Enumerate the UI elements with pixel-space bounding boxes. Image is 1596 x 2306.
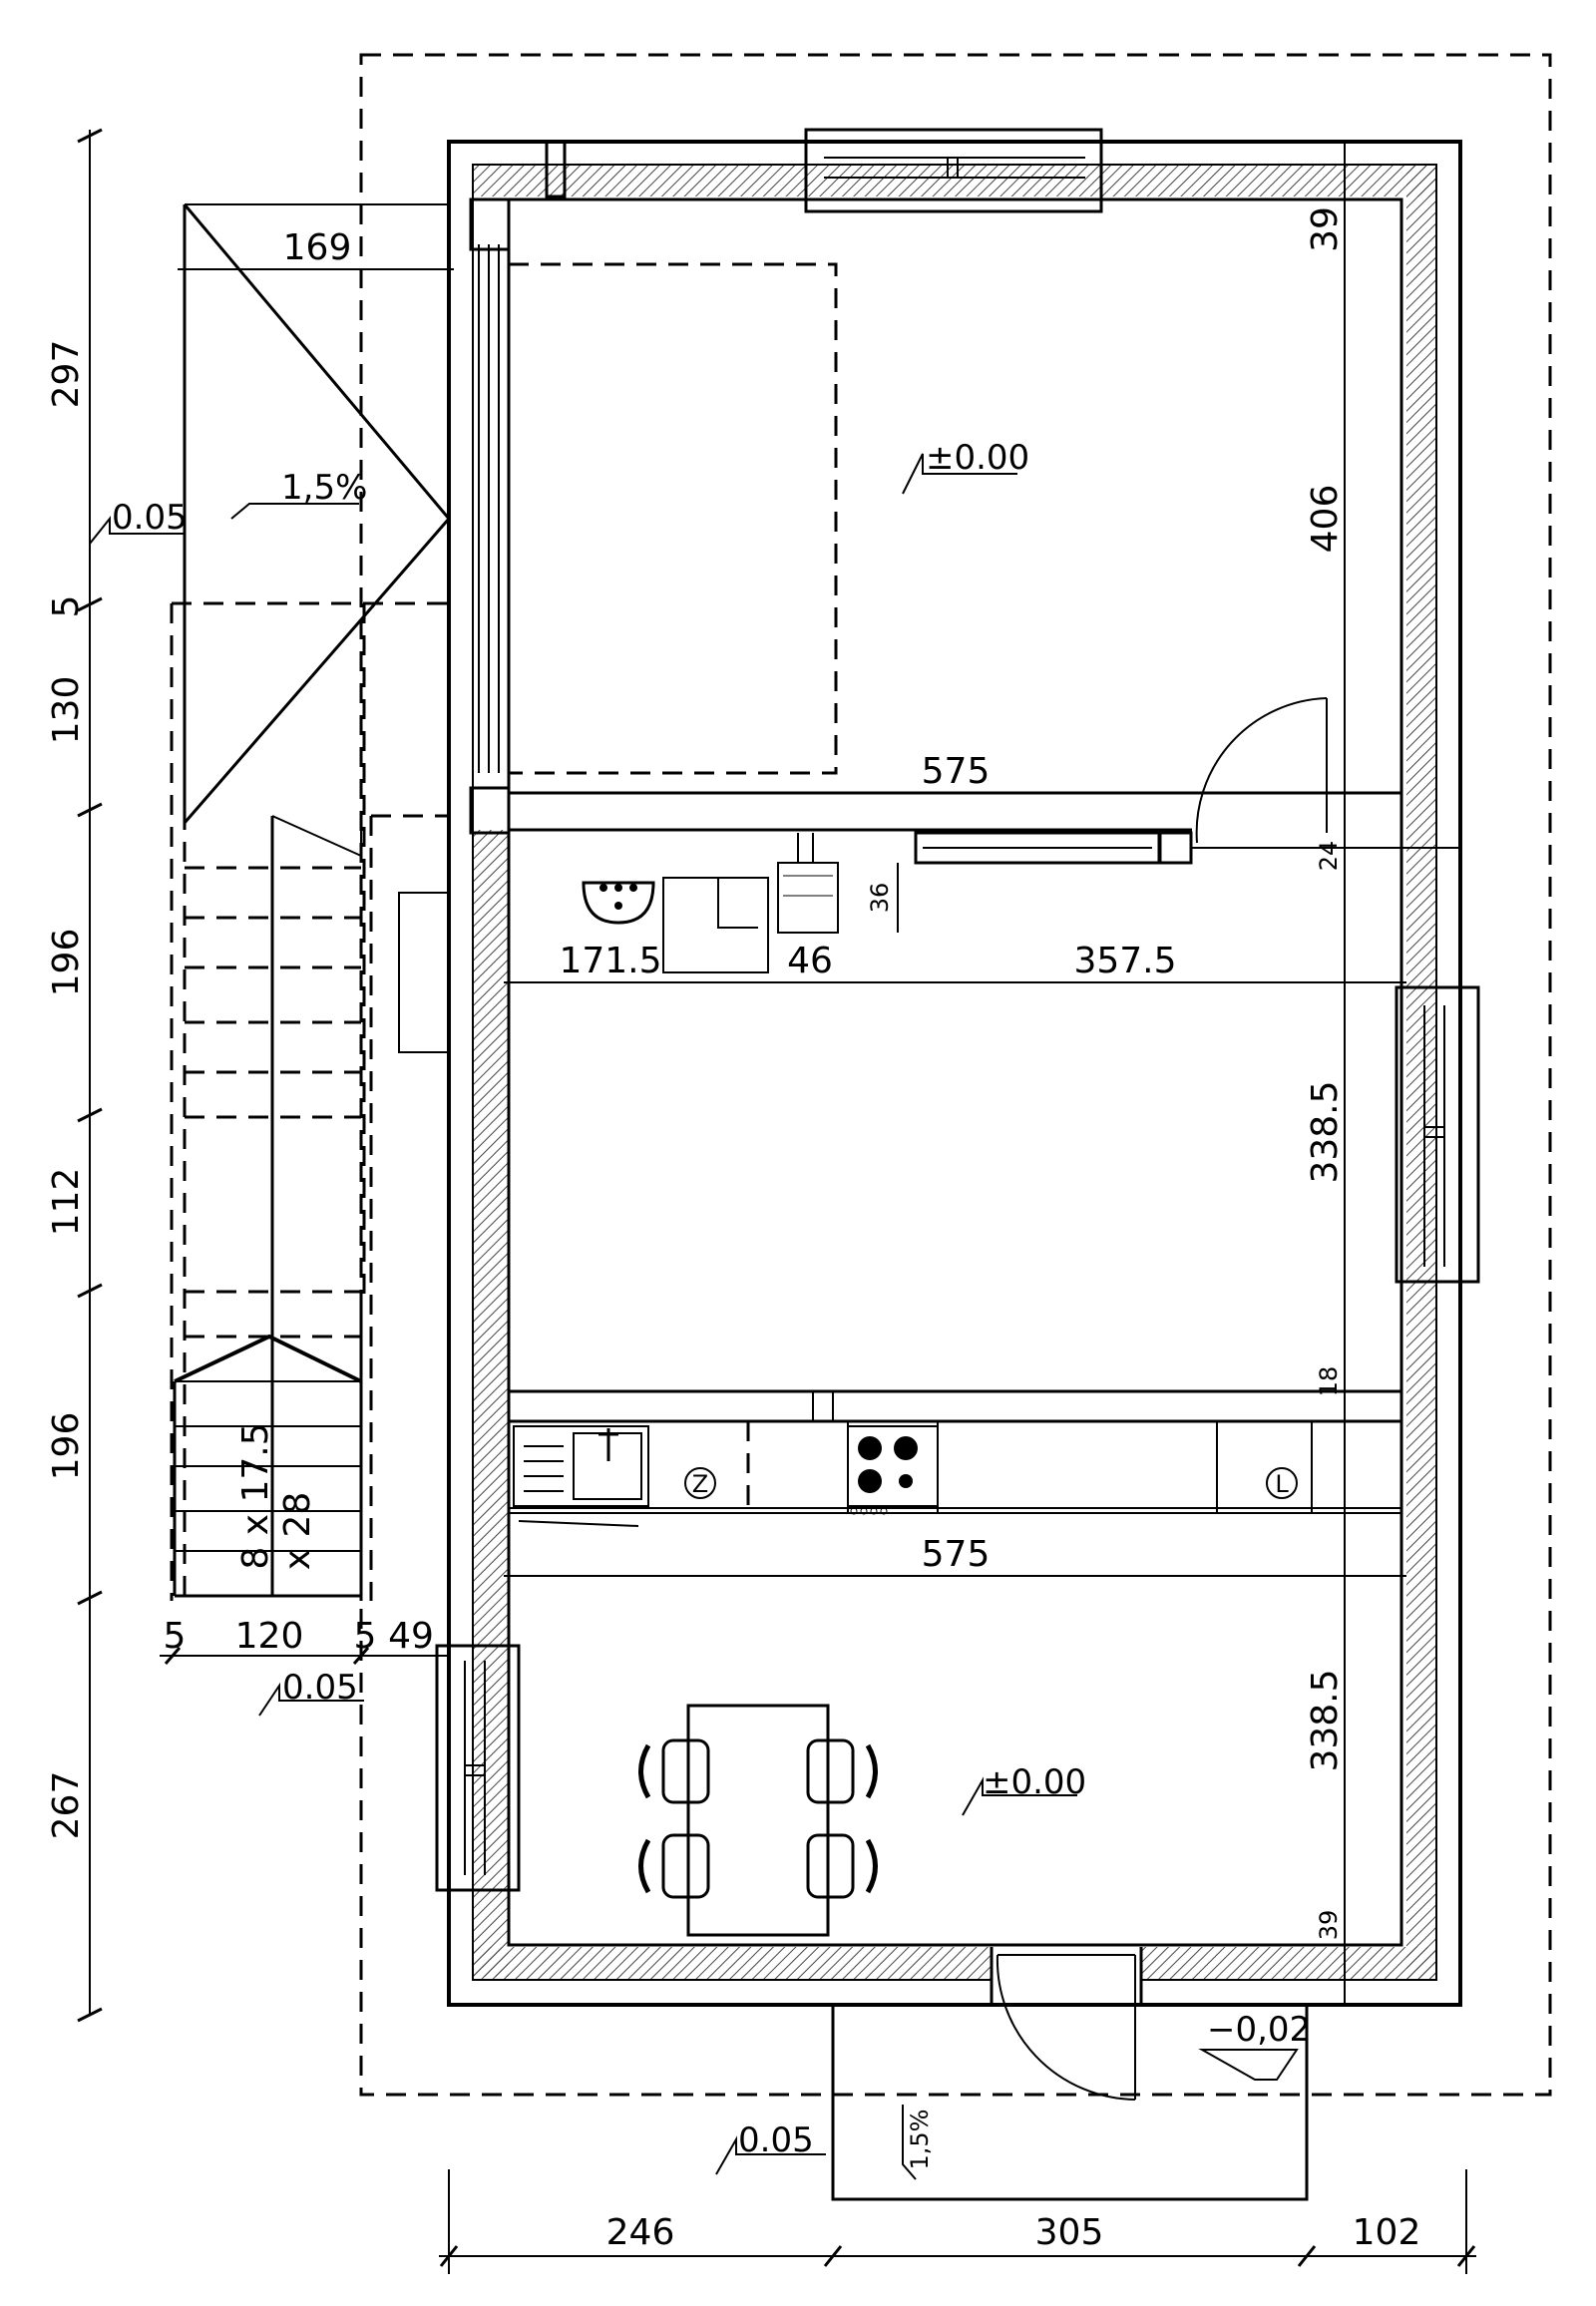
dim-left-4: 112	[46, 1168, 87, 1237]
level-room-bottom: ±0.00	[983, 1762, 1086, 1802]
window-top	[804, 128, 1103, 213]
partition-window	[914, 831, 1193, 865]
dim-left-0: 297	[46, 340, 87, 409]
dim-left-1: 5	[46, 595, 87, 618]
door-top	[1195, 697, 1328, 844]
washbasin-icon	[582, 881, 655, 925]
dim-bottom-2: 102	[1353, 2212, 1421, 2253]
duct	[717, 878, 758, 929]
dimension-bottom: 246 305 102	[439, 2169, 1476, 2274]
dining-table	[686, 1704, 830, 1937]
dim-sink-offset: 171.5	[559, 941, 661, 981]
bench	[398, 892, 450, 1053]
roof-outline	[359, 53, 1552, 2097]
dim-bottom-0: 246	[606, 2212, 675, 2253]
cooktop-icon	[847, 1425, 939, 1515]
dim-left-3: 196	[46, 929, 87, 997]
window-left	[435, 1644, 521, 1892]
dim-top-width: 575	[922, 751, 991, 792]
duct-box	[777, 862, 839, 934]
slope-terrace: 1,5%	[230, 468, 367, 520]
level-marker-exterior: −0,02	[1198, 2010, 1311, 2081]
dim-left-5: 196	[46, 1412, 87, 1481]
dim-mid-width: 357.5	[1073, 941, 1176, 981]
dim-partition-1: 24	[1315, 841, 1343, 872]
dim-left-2: 130	[46, 676, 87, 745]
level-marker-icon: ±0.00	[902, 438, 1029, 495]
glass-wall	[469, 197, 511, 835]
slope-entrance-label: 1,5%	[906, 2110, 934, 2170]
slope-entrance: 1,5%	[902, 2105, 934, 2180]
dim-stairs-0: 5	[164, 1616, 187, 1657]
dim-top-height: 406	[1305, 485, 1346, 554]
door-swing-icon	[990, 1947, 1143, 2101]
dim-stairs-3: 49	[388, 1616, 434, 1657]
slope-terrace-label: 1,5%	[281, 468, 367, 508]
dim-stairs-1: 120	[235, 1616, 304, 1657]
level-exterior: −0,02	[1207, 2010, 1311, 2050]
entrance-platform	[831, 2005, 1309, 2201]
dishwasher: L	[1266, 1467, 1298, 1499]
window-right	[1395, 985, 1480, 1284]
dim-stairs-2: 5	[354, 1616, 377, 1657]
dim-duct-depth: 36	[866, 883, 894, 914]
dim-terrace-offset: 169	[283, 227, 352, 268]
terrace	[170, 203, 451, 1601]
shower-tray	[662, 877, 769, 973]
level-entrance: 0.05	[738, 2120, 814, 2160]
bed-outline	[507, 262, 838, 775]
level-marker-entrance: 0.05	[715, 2120, 826, 2175]
level-marker-terrace: 0.05	[89, 498, 188, 545]
stairs-tread: x 28	[277, 1492, 318, 1571]
chair-icon	[638, 1738, 878, 1899]
fridge-label: Z	[692, 1470, 708, 1498]
sink-icon	[513, 1425, 649, 1527]
dimension-stairs: 5 120 5 49	[160, 1616, 449, 1665]
level-marker-stairs: 0.05	[258, 1668, 364, 1717]
dim-bottom-1: 305	[1035, 2212, 1104, 2253]
level-marker-bottom-room: ±0.00	[962, 1762, 1086, 1816]
dim-bottom-margin: 39	[1315, 1910, 1343, 1941]
stairs-steps: 8 x 17.5	[235, 1422, 276, 1569]
level-terrace-top: 0.05	[112, 498, 188, 538]
dim-bottom-height: 338.5	[1305, 1669, 1346, 1771]
dimension-left: 297 5 130 196 112 196 267	[46, 128, 103, 2023]
dim-top-margin: 39	[1305, 206, 1346, 252]
staircase	[173, 814, 449, 1601]
dim-left-6: 267	[46, 1771, 87, 1840]
level-room-top: ±0.00	[926, 438, 1029, 478]
vent-top	[545, 140, 567, 198]
dim-mid-height: 338.5	[1305, 1080, 1346, 1183]
dim-kitchen-width: 575	[922, 1534, 991, 1575]
fridge: Z	[684, 1467, 716, 1499]
level-stairs: 0.05	[282, 1668, 358, 1708]
dim-duct-width: 46	[787, 941, 833, 981]
dim-partition-2: 18	[1315, 1366, 1343, 1397]
kitchen-counter	[508, 1420, 1402, 1514]
exterior-walls	[447, 140, 1462, 2007]
dishwasher-label: L	[1275, 1470, 1289, 1498]
